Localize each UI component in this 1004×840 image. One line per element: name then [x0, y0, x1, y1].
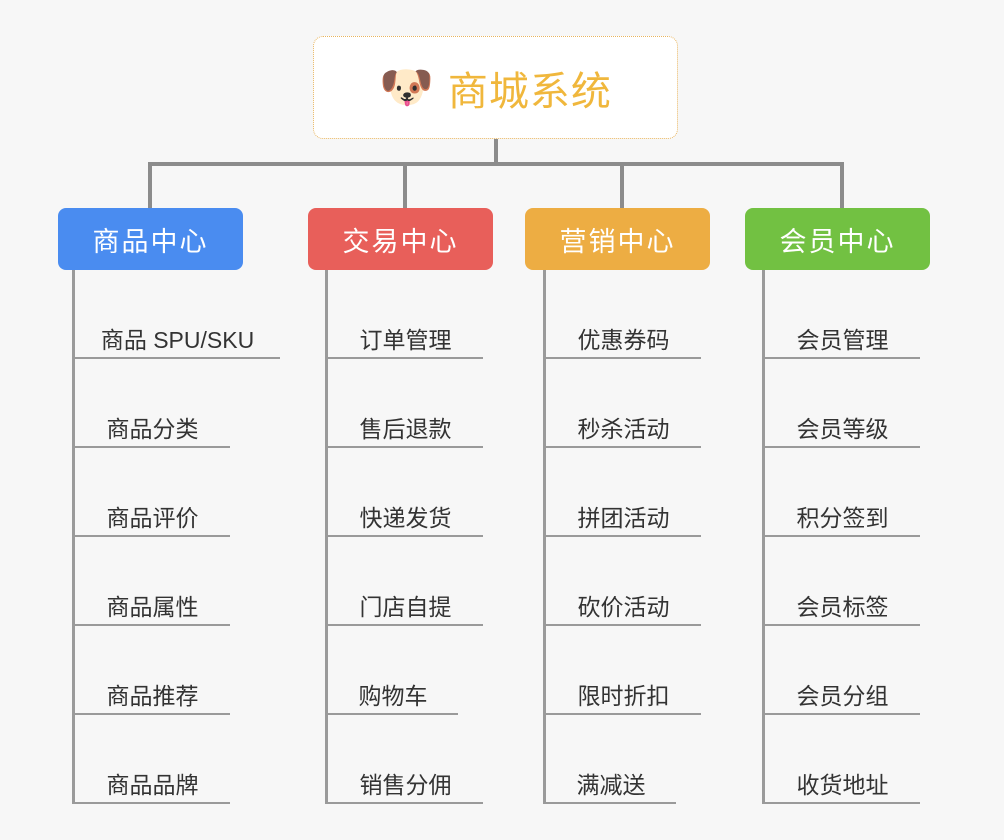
leaf-spine — [72, 270, 75, 804]
root-node-title: 商城系统 — [447, 69, 612, 114]
leaf-item-label: 秒杀活动 — [577, 415, 670, 442]
leaf-item-label: 会员分组 — [796, 682, 889, 709]
leaf-item[interactable]: 商品推荐 — [75, 626, 230, 715]
leaf-item[interactable]: 砍价活动 — [546, 537, 701, 626]
category-label: 交易中心 — [342, 226, 459, 257]
shiba-dog-face-icon: 🐶 — [379, 62, 434, 112]
connector-drop-2 — [403, 162, 407, 208]
leaf-item-label: 售后退款 — [359, 415, 452, 442]
leaf-item[interactable]: 售后退款 — [328, 359, 483, 448]
leaf-item[interactable]: 收货地址 — [765, 715, 920, 804]
category-box-4[interactable]: 会员中心 — [745, 208, 930, 270]
leaf-item[interactable]: 商品属性 — [75, 537, 230, 626]
connector-drop-1 — [148, 162, 152, 208]
category-label: 会员中心 — [779, 226, 896, 257]
leaf-item-label: 商品属性 — [106, 593, 199, 620]
leaf-item-label: 商品 SPU/SKU — [100, 326, 255, 353]
leaf-item-label: 拼团活动 — [577, 504, 670, 531]
leaf-spine — [543, 270, 546, 804]
leaf-item[interactable]: 订单管理 — [328, 270, 483, 359]
leaf-item[interactable]: 会员管理 — [765, 270, 920, 359]
leaf-item[interactable]: 会员标签 — [765, 537, 920, 626]
leaf-item-label: 门店自提 — [359, 593, 452, 620]
leaf-item[interactable]: 商品品牌 — [75, 715, 230, 804]
leaf-item-label: 满减送 — [576, 771, 646, 798]
leaf-item[interactable]: 商品分类 — [75, 359, 230, 448]
leaf-item-label: 收货地址 — [796, 771, 889, 798]
connector-drop-4 — [840, 162, 844, 208]
connector-drop-3 — [620, 162, 624, 208]
connector-horizontal-bus — [148, 162, 844, 166]
category-box-3[interactable]: 营销中心 — [525, 208, 710, 270]
leaf-item-label: 购物车 — [358, 682, 428, 709]
leaf-item-label: 销售分佣 — [359, 771, 452, 798]
leaf-item[interactable]: 购物车 — [328, 626, 458, 715]
leaf-item[interactable]: 门店自提 — [328, 537, 483, 626]
leaf-item-label: 会员等级 — [796, 415, 889, 442]
leaf-item-label: 订单管理 — [359, 326, 452, 353]
leaf-item-label: 快递发货 — [359, 504, 452, 531]
leaf-item-label: 限时折扣 — [577, 682, 670, 709]
category-label: 商品中心 — [92, 226, 209, 257]
leaf-item-label: 商品评价 — [106, 504, 199, 531]
leaf-item-label: 商品分类 — [106, 415, 199, 442]
leaf-spine — [325, 270, 328, 804]
category-box-1[interactable]: 商品中心 — [58, 208, 243, 270]
leaf-item[interactable]: 商品 SPU/SKU — [75, 270, 280, 359]
leaf-item[interactable]: 商品评价 — [75, 448, 230, 537]
leaf-item[interactable]: 满减送 — [546, 715, 676, 804]
leaf-item[interactable]: 优惠券码 — [546, 270, 701, 359]
leaf-item[interactable]: 秒杀活动 — [546, 359, 701, 448]
leaf-item[interactable]: 销售分佣 — [328, 715, 483, 804]
leaf-item-label: 会员管理 — [796, 326, 889, 353]
leaf-spine — [762, 270, 765, 804]
category-box-2[interactable]: 交易中心 — [308, 208, 493, 270]
leaf-item[interactable]: 快递发货 — [328, 448, 483, 537]
leaf-item-label: 商品品牌 — [106, 771, 199, 798]
leaf-item[interactable]: 会员分组 — [765, 626, 920, 715]
leaf-item-label: 优惠券码 — [577, 326, 670, 353]
leaf-item-label: 会员标签 — [796, 593, 889, 620]
leaf-item[interactable]: 拼团活动 — [546, 448, 701, 537]
connector-root-stem — [494, 139, 498, 165]
leaf-item-label: 砍价活动 — [577, 593, 670, 620]
category-label: 营销中心 — [559, 226, 676, 257]
leaf-item-label: 积分签到 — [796, 504, 889, 531]
leaf-item[interactable]: 限时折扣 — [546, 626, 701, 715]
root-node-mall-system[interactable]: 🐶 商城系统 — [313, 36, 678, 139]
leaf-item[interactable]: 积分签到 — [765, 448, 920, 537]
leaf-item-label: 商品推荐 — [106, 682, 199, 709]
leaf-item[interactable]: 会员等级 — [765, 359, 920, 448]
